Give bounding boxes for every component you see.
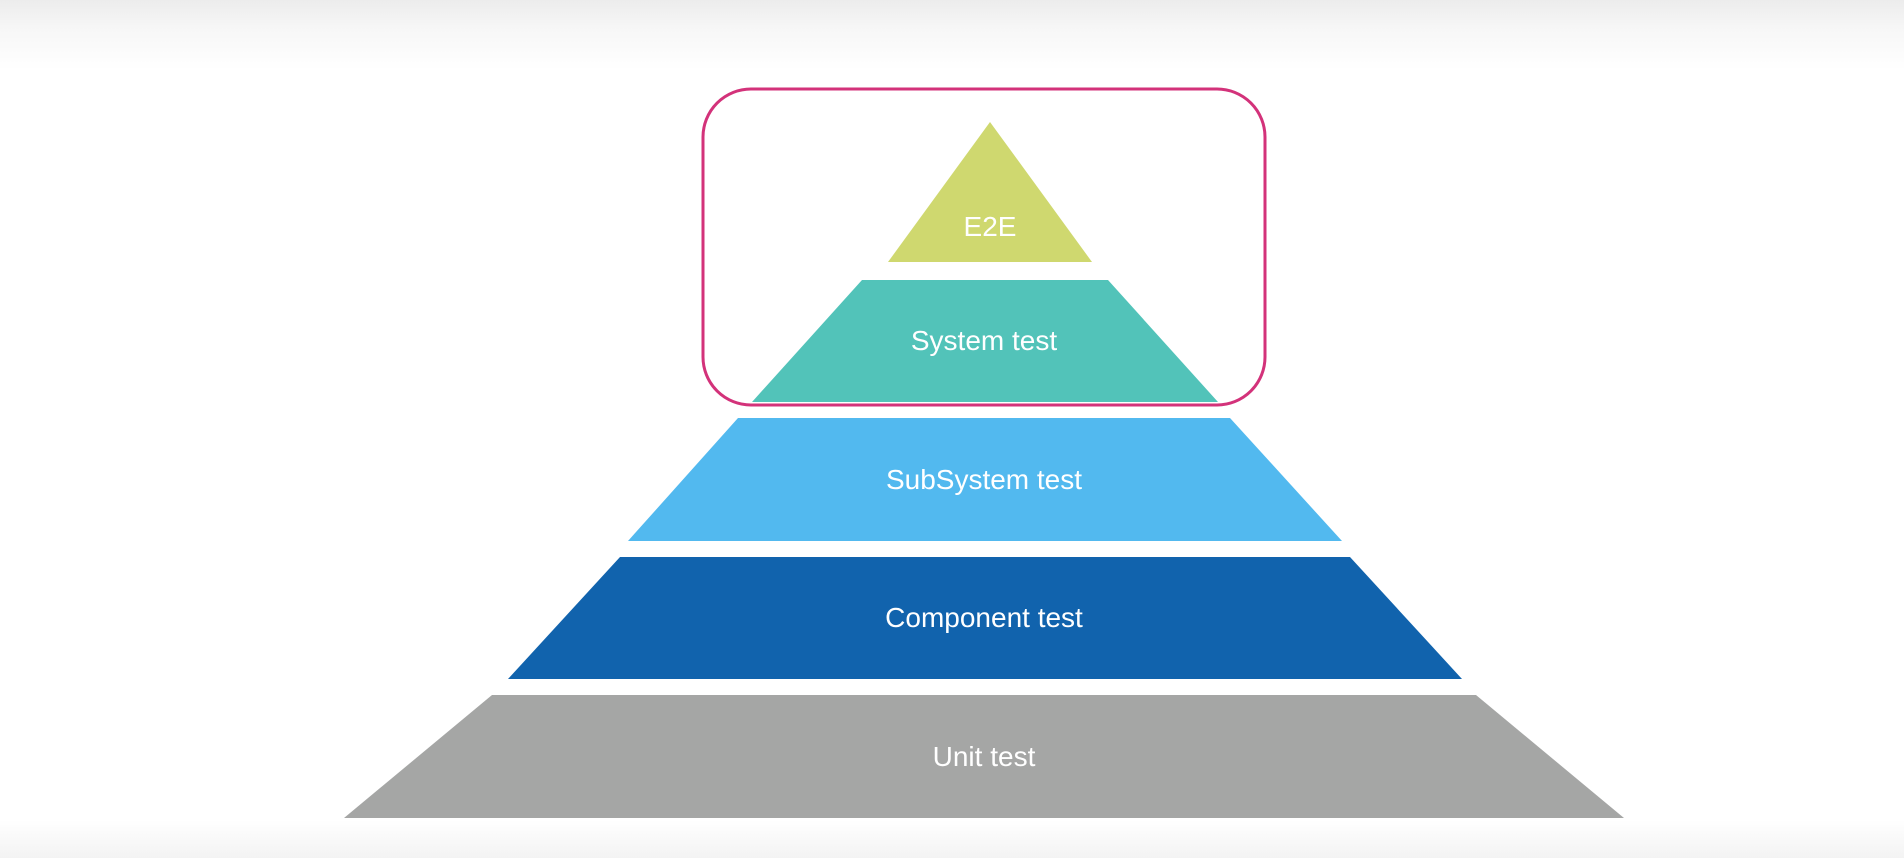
tier-label-subsystem-test: SubSystem test bbox=[886, 464, 1082, 495]
pyramid-tier-system-test bbox=[752, 280, 1218, 402]
tier-label-system-test: System test bbox=[911, 325, 1057, 356]
tier-label-unit-test: Unit test bbox=[933, 741, 1036, 772]
pyramid-tier-subsystem-test bbox=[628, 418, 1342, 541]
highlight-box bbox=[701, 87, 1267, 407]
tier-label-e2e: E2E bbox=[964, 211, 1017, 242]
pyramid-tier-unit-test bbox=[344, 695, 1624, 818]
pyramid-tier-component-test bbox=[508, 557, 1462, 679]
pyramid-tier-e2e bbox=[888, 122, 1092, 262]
tier-label-component-test: Component test bbox=[885, 602, 1083, 633]
